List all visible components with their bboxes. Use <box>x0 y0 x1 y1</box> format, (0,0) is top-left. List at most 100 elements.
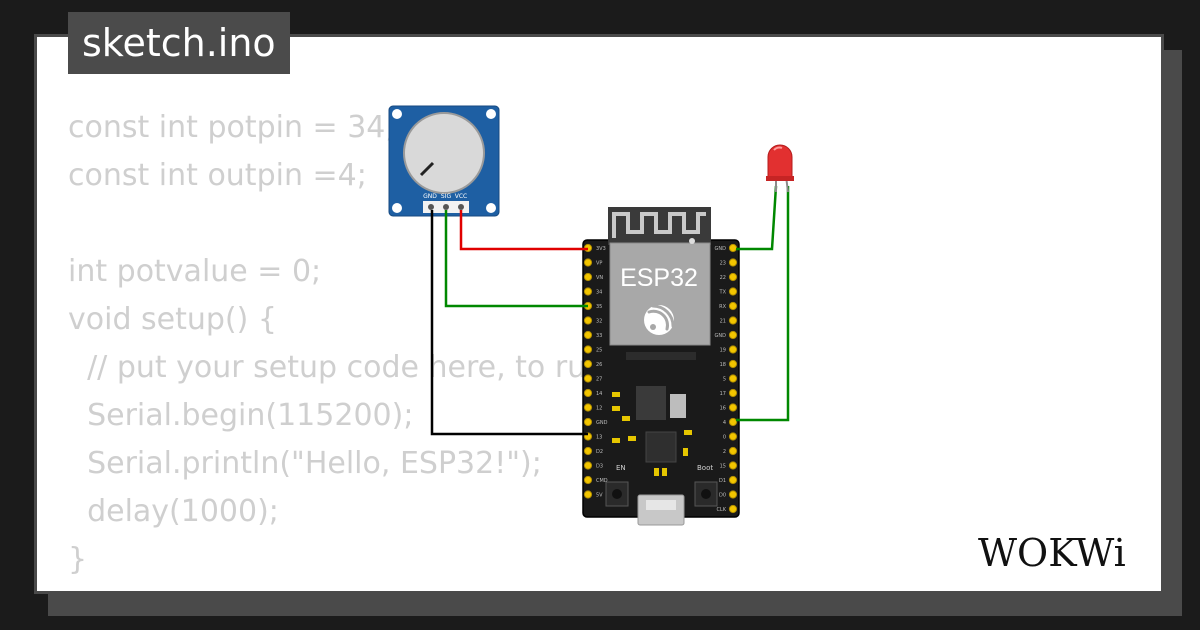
pin-label: VP <box>596 261 602 267</box>
pin-label: D1 <box>719 478 726 484</box>
pin-label: 25 <box>596 348 602 354</box>
wire-gnd[interactable] <box>430 210 588 436</box>
usb-chip <box>645 431 677 463</box>
code-line: delay(1000); <box>68 494 279 529</box>
pin-left-d3[interactable] <box>583 461 593 470</box>
pin-left-33[interactable] <box>583 330 593 340</box>
esp32-label: ESP32 <box>620 264 698 292</box>
pin-label: 16 <box>720 406 726 412</box>
pin-label: 17 <box>720 391 726 397</box>
pin-right-clk[interactable] <box>728 504 738 514</box>
pin-left-25[interactable] <box>583 345 593 354</box>
pin-label: D2 <box>596 449 603 455</box>
pin-label-sig: SIG <box>441 193 452 200</box>
pin-left-14[interactable] <box>583 388 593 398</box>
pin-label: 14 <box>596 391 602 397</box>
wire-sig[interactable] <box>444 210 588 308</box>
pin-label: 18 <box>720 362 726 368</box>
pin-right-15[interactable] <box>728 461 738 470</box>
chip <box>626 352 696 360</box>
red-led[interactable] <box>766 144 794 193</box>
wire-vcc[interactable] <box>459 210 588 251</box>
mount-hole <box>486 109 496 119</box>
component <box>670 394 686 418</box>
pin-label: 2 <box>723 449 726 455</box>
smd-component <box>654 468 659 476</box>
wokwi-logo: WOKWi <box>978 531 1126 575</box>
pot-pin[interactable] <box>428 204 434 210</box>
pin-right-2[interactable] <box>728 446 738 456</box>
pin-right-4[interactable] <box>728 417 738 427</box>
espressif-logo-icon <box>644 304 675 335</box>
code-line: int potvalue = 0; <box>68 254 322 289</box>
pin-label: 26 <box>596 362 602 368</box>
pin-label: 19 <box>720 348 726 354</box>
pin-right-d0[interactable] <box>728 490 738 499</box>
pin-left-5v[interactable] <box>583 490 593 499</box>
pin-left-12[interactable] <box>583 403 593 412</box>
pin-right-d1[interactable] <box>728 475 738 485</box>
pin-right-16[interactable] <box>728 403 738 412</box>
smd-component <box>612 392 620 397</box>
mount-hole <box>486 203 496 213</box>
pin-right-rx[interactable] <box>728 301 738 311</box>
pot-knob[interactable] <box>403 112 485 194</box>
pin-left-vp[interactable] <box>583 258 593 267</box>
boot-button-cap <box>701 489 711 499</box>
pin-label: 12 <box>596 406 602 412</box>
pin-right-gnd[interactable] <box>728 243 738 253</box>
led-highlight <box>773 146 783 151</box>
pin-right-tx[interactable] <box>728 287 738 296</box>
pin-right-23[interactable] <box>728 258 738 267</box>
pin-label: 23 <box>720 261 726 267</box>
pin-label: CLK <box>716 507 726 513</box>
pin-label: 5V <box>596 493 603 499</box>
en-button-cap <box>612 489 622 499</box>
smd-component <box>612 438 620 443</box>
pin-left-cmd[interactable] <box>583 475 593 485</box>
pin-right-5[interactable] <box>728 374 738 383</box>
pin-right-21[interactable] <box>728 316 738 325</box>
potentiometer[interactable]: GND SIG VCC <box>388 105 500 217</box>
pin-label: CMD <box>596 478 608 484</box>
code-line: const int potpin = 34; <box>68 110 396 145</box>
pin-label: 32 <box>596 319 602 325</box>
pin-right-22[interactable] <box>728 272 738 282</box>
pin-right-19[interactable] <box>728 345 738 354</box>
pin-left-gnd[interactable] <box>583 417 593 427</box>
smd-component <box>662 468 667 476</box>
pot-pin[interactable] <box>443 204 449 210</box>
pin-left-d2[interactable] <box>583 446 593 456</box>
pin-label: GND <box>715 246 727 252</box>
pin-right-17[interactable] <box>728 388 738 398</box>
pin-label: 34 <box>596 290 602 296</box>
file-tab[interactable]: sketch.ino <box>68 12 290 74</box>
pin-headers: 3V3VPVN343532332526271412GND13D2D3CMD5VG… <box>583 243 738 514</box>
pin-label-gnd: GND <box>423 193 437 200</box>
pin-left-vn[interactable] <box>583 272 593 282</box>
code-editor[interactable]: const int potpin = 34;const int outpin =… <box>68 104 586 584</box>
wire-led-anode[interactable] <box>736 186 790 422</box>
pin-label-vcc: VCC <box>455 193 467 200</box>
pin-right-18[interactable] <box>728 359 738 369</box>
pin-left-34[interactable] <box>583 287 593 296</box>
pin-label: 27 <box>596 377 602 383</box>
pot-knob-indicator <box>419 161 435 177</box>
antenna-trace <box>612 212 706 238</box>
pin-label: D3 <box>596 464 603 470</box>
wires <box>430 185 790 436</box>
pin-left-32[interactable] <box>583 316 593 325</box>
pin-label: 35 <box>596 304 602 310</box>
pot-pin[interactable] <box>458 204 464 210</box>
pin-right-gnd[interactable] <box>728 330 738 340</box>
pin-right-0[interactable] <box>728 432 738 441</box>
led-rim <box>766 176 794 181</box>
pin-label: GND <box>715 333 727 339</box>
pin-label: 4 <box>723 420 726 426</box>
pin-left-27[interactable] <box>583 374 593 383</box>
pin-label: 5 <box>723 377 726 383</box>
pin-left-26[interactable] <box>583 359 593 369</box>
wire-led-cathode[interactable] <box>736 185 778 251</box>
